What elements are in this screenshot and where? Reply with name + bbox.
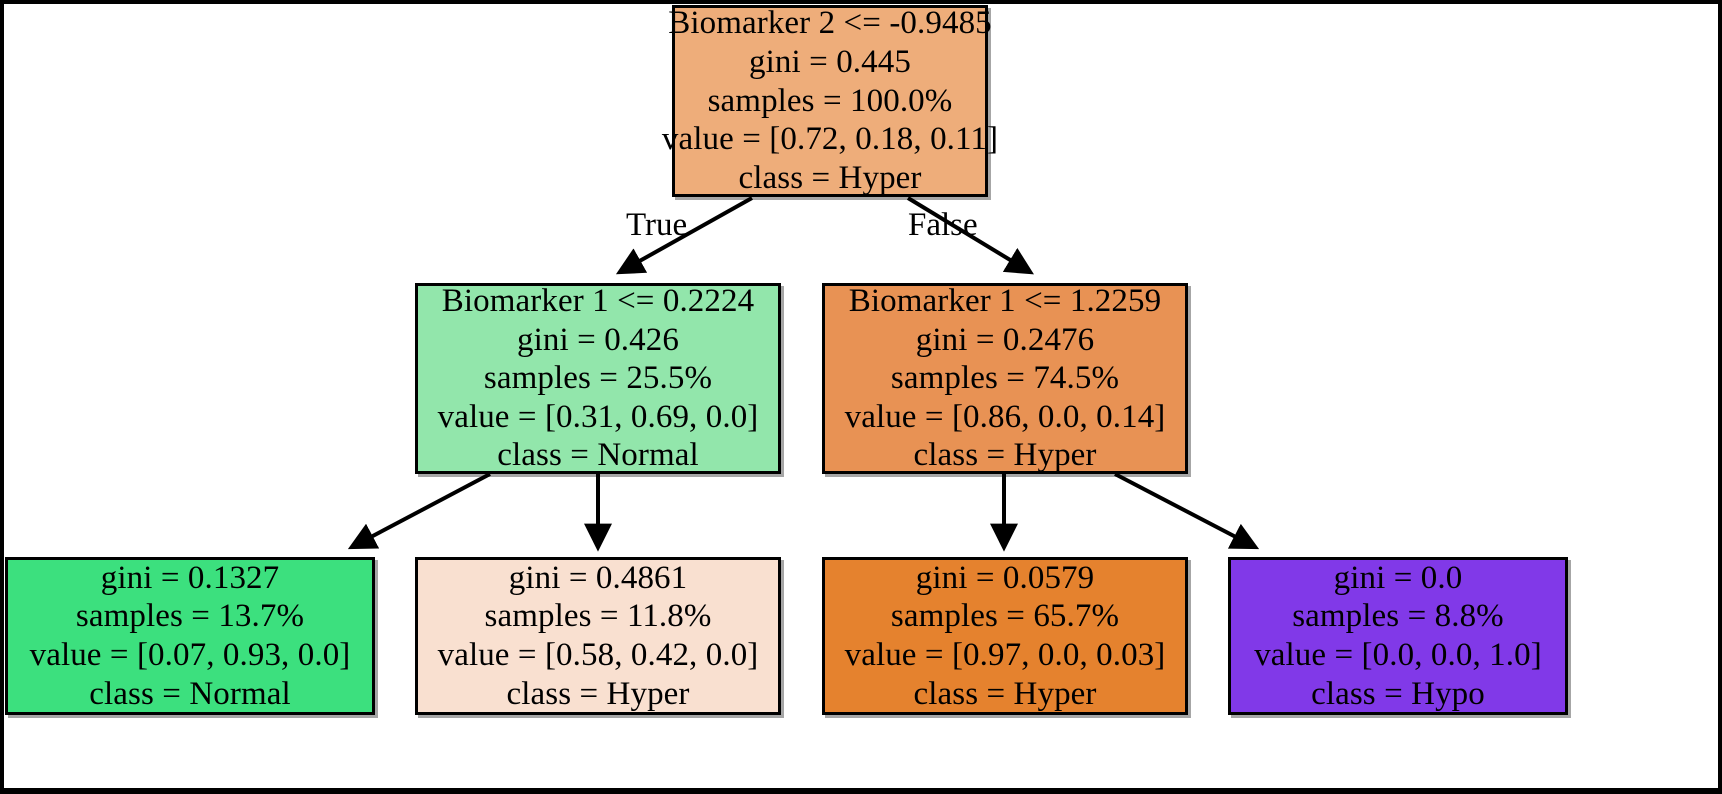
edge-root-to-left-child <box>615 196 753 275</box>
frame-border-bottom <box>0 788 1722 794</box>
node-class: class = Normal <box>89 675 291 712</box>
tree-node-leaf-2[interactable]: gini = 0.4861 samples = 11.8% value = [0… <box>415 557 781 715</box>
node-gini: gini = 0.0579 <box>915 559 1095 596</box>
node-gini: gini = 0.2476 <box>915 321 1095 358</box>
node-samples: samples = 13.7% <box>75 598 305 635</box>
node-samples: samples = 25.5% <box>483 360 713 397</box>
node-value: value = [0.86, 0.0, 0.14] <box>844 398 1166 435</box>
tree-node-root[interactable]: Biomarker 2 <= -0.9485 gini = 0.445 samp… <box>662 5 998 197</box>
node-gini: gini = 0.426 <box>517 321 679 358</box>
edge-label-false: False <box>908 207 978 243</box>
node-samples: samples = 8.8% <box>1292 598 1504 635</box>
edge-root-to-right-child <box>906 196 1034 275</box>
tree-node-right-child[interactable]: Biomarker 1 <= 1.2259 gini = 0.2476 samp… <box>822 283 1188 474</box>
node-value: value = [0.97, 0.0, 0.03] <box>844 637 1166 673</box>
tree-node-leaf-1[interactable]: gini = 0.1327 samples = 13.7% value = [0… <box>5 557 375 715</box>
node-value: value = [0.31, 0.69, 0.0] <box>437 398 759 435</box>
tree-node-left-child[interactable]: Biomarker 1 <= 0.2224 gini = 0.426 sampl… <box>415 283 781 474</box>
node-samples: samples = 100.0% <box>707 82 953 119</box>
node-samples: samples = 65.7% <box>890 598 1120 635</box>
node-gini: gini = 0.445 <box>749 44 911 81</box>
frame-border-top <box>0 0 1722 4</box>
node-condition: Biomarker 2 <= -0.9485 <box>668 5 992 42</box>
edge-label-true: True <box>626 207 688 243</box>
node-gini: gini = 0.4861 <box>508 559 688 596</box>
node-condition: Biomarker 1 <= 1.2259 <box>848 282 1162 319</box>
edge-left-child-to-leaf-1 <box>347 472 491 550</box>
node-value: value = [0.72, 0.18, 0.11] <box>661 121 999 158</box>
tree-node-leaf-3[interactable]: gini = 0.0579 samples = 65.7% value = [0… <box>822 557 1188 715</box>
node-value: value = [0.07, 0.93, 0.0] <box>29 637 351 673</box>
node-class: class = Hypo <box>1311 675 1485 712</box>
node-class: class = Hyper <box>913 675 1097 712</box>
node-class: class = Hyper <box>506 675 690 712</box>
node-class: class = Hyper <box>913 437 1097 474</box>
node-samples: samples = 11.8% <box>484 598 712 635</box>
node-class: class = Normal <box>497 437 699 474</box>
node-condition: Biomarker 1 <= 0.2224 <box>441 282 755 319</box>
edge-right-child-to-leaf-4 <box>1114 472 1260 550</box>
node-class: class = Hyper <box>738 159 922 196</box>
node-value: value = [0.58, 0.42, 0.0] <box>437 637 759 673</box>
frame-border-right <box>1718 0 1722 794</box>
node-gini: gini = 0.1327 <box>100 559 280 596</box>
node-value: value = [0.0, 0.0, 1.0] <box>1254 637 1542 673</box>
node-gini: gini = 0.0 <box>1333 559 1463 596</box>
frame-border-left <box>0 0 4 794</box>
tree-node-leaf-4[interactable]: gini = 0.0 samples = 8.8% value = [0.0, … <box>1228 557 1568 715</box>
node-samples: samples = 74.5% <box>890 360 1120 397</box>
